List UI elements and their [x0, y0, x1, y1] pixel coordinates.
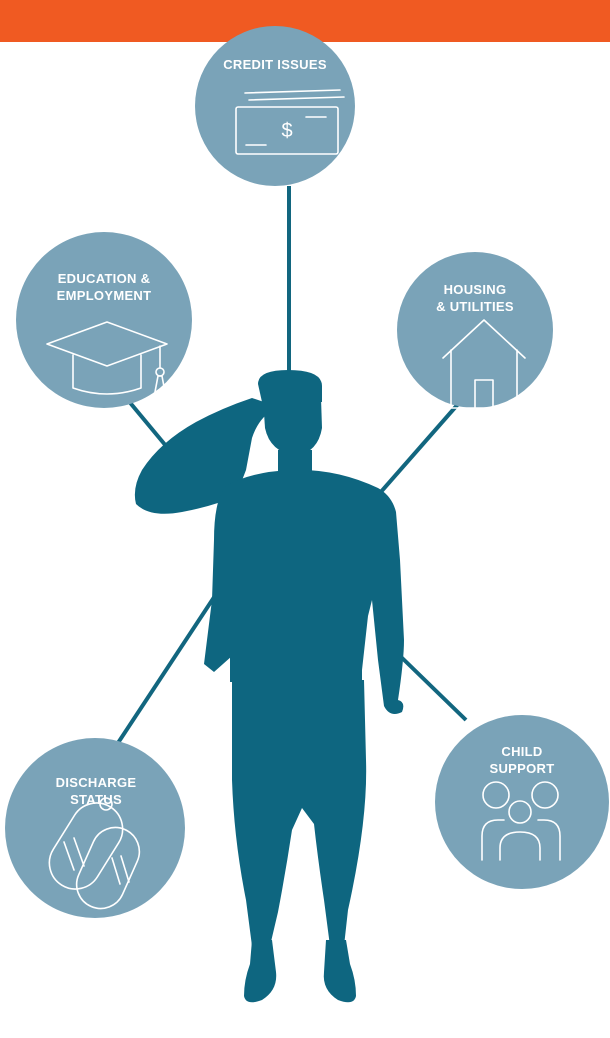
- label-discharge: DISCHARGE STATUS: [55, 775, 137, 807]
- label-housing: HOUSING & UTILITIES: [436, 282, 514, 314]
- family-icon: [481, 781, 561, 861]
- dog-tags-icon: [48, 797, 141, 910]
- circle-housing: [397, 252, 553, 408]
- circle-child: [435, 715, 609, 889]
- circle-discharge: [5, 738, 185, 918]
- house-icon: [442, 319, 526, 409]
- circle-credit: [195, 26, 355, 186]
- circle-education: [16, 232, 192, 408]
- graduation-cap-icon: [46, 321, 168, 395]
- label-education: EDUCATION & EMPLOYMENT: [56, 271, 152, 303]
- svg-text:$: $: [281, 120, 292, 142]
- label-child: CHILD SUPPORT: [489, 744, 555, 776]
- connector-child: [396, 652, 468, 722]
- saluting-soldier-icon: [134, 370, 404, 1003]
- money-icon: $: [235, 89, 345, 155]
- label-credit: CREDIT ISSUES: [223, 57, 327, 72]
